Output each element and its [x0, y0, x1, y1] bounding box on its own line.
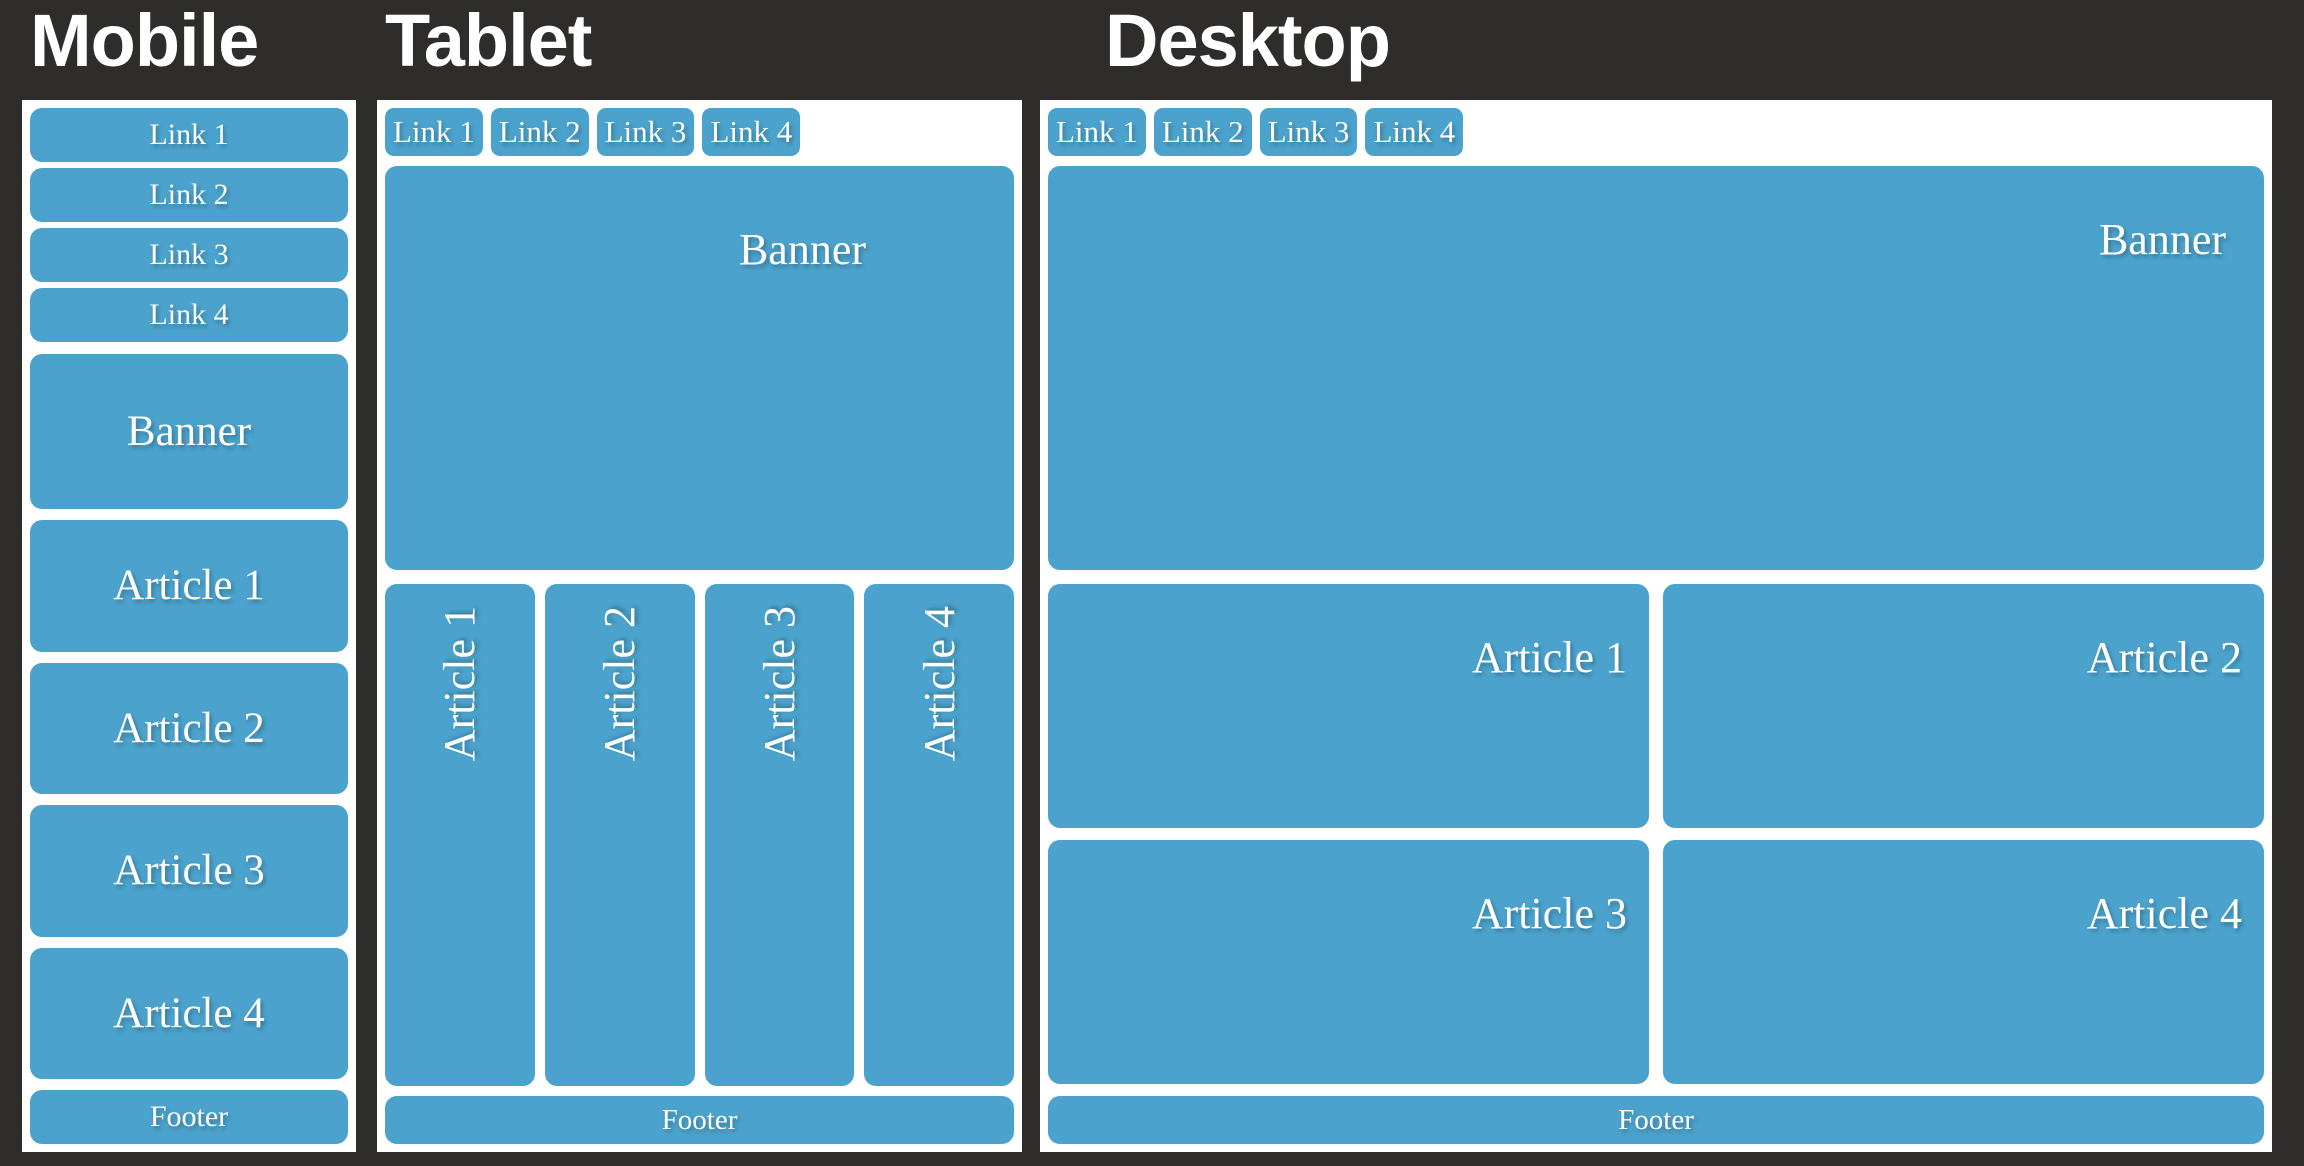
- tablet-nav-link-2[interactable]: Link 2: [490, 108, 589, 156]
- section-title-desktop: Desktop: [1105, 0, 1391, 82]
- mobile-article-3-label: Article 3: [113, 847, 265, 895]
- mobile-panel: Link 1 Link 2 Link 3 Link 4 Banner Artic…: [22, 100, 356, 1152]
- desktop-nav-link-1-label: Link 1: [1056, 114, 1138, 149]
- tablet-nav-link-1[interactable]: Link 1: [385, 108, 483, 156]
- tablet-nav: Link 1 Link 2 Link 3 Link 4: [385, 108, 1014, 156]
- mobile-article-3: Article 3: [30, 805, 348, 937]
- mobile-nav-link-4[interactable]: Link 4: [30, 288, 348, 342]
- desktop-nav: Link 1 Link 2 Link 3 Link 4: [1048, 108, 2264, 156]
- tablet-footer-label: Footer: [661, 1103, 738, 1136]
- tablet-nav-link-2-label: Link 2: [498, 114, 581, 149]
- tablet-article-2-label: Article 2: [595, 606, 645, 762]
- tablet-nav-link-4[interactable]: Link 4: [702, 108, 801, 156]
- tablet-banner: Banner: [385, 166, 1014, 570]
- desktop-article-4-label: Article 4: [2086, 889, 2242, 938]
- tablet-panel: Link 1 Link 2 Link 3 Link 4 Banner Artic…: [377, 100, 1022, 1152]
- desktop-nav-link-2-label: Link 2: [1161, 114, 1244, 149]
- mobile-nav-link-2-label: Link 2: [149, 178, 229, 211]
- desktop-article-2-label: Article 2: [2086, 633, 2242, 682]
- mobile-article-1: Article 1: [30, 520, 348, 652]
- mobile-nav-link-2[interactable]: Link 2: [30, 168, 348, 222]
- mobile-article-2-label: Article 2: [113, 704, 265, 752]
- desktop-article-row-2: Article 3 Article 4: [1048, 840, 2264, 1084]
- tablet-article-4-label: Article 4: [914, 606, 964, 762]
- desktop-article-3: Article 3: [1048, 840, 1649, 1084]
- mobile-article-1-label: Article 1: [113, 562, 265, 610]
- tablet-article-4: Article 4: [864, 584, 1014, 1086]
- mobile-banner: Banner: [30, 354, 348, 509]
- mobile-nav-link-3[interactable]: Link 3: [30, 228, 348, 282]
- mobile-panel-inner: Link 1 Link 2 Link 3 Link 4 Banner Artic…: [30, 108, 348, 1144]
- tablet-panel-inner: Link 1 Link 2 Link 3 Link 4 Banner Artic…: [385, 108, 1014, 1144]
- desktop-article-row-1: Article 1 Article 2: [1048, 584, 2264, 828]
- mobile-nav-link-1[interactable]: Link 1: [30, 108, 348, 162]
- tablet-footer: Footer: [385, 1096, 1014, 1144]
- tablet-nav-link-4-label: Link 4: [710, 114, 793, 149]
- desktop-nav-link-4[interactable]: Link 4: [1365, 108, 1464, 156]
- mobile-article-4-label: Article 4: [113, 989, 265, 1037]
- tablet-article-1: Article 1: [385, 584, 535, 1086]
- tablet-article-row: Article 1 Article 2 Article 3 Article 4: [385, 584, 1014, 1086]
- tablet-nav-link-1-label: Link 1: [393, 114, 475, 149]
- mobile-nav-link-1-label: Link 1: [149, 118, 229, 151]
- mobile-article-2: Article 2: [30, 662, 348, 794]
- desktop-banner: Banner: [1048, 166, 2264, 570]
- desktop-article-1-label: Article 1: [1471, 633, 1627, 682]
- desktop-article-3-label: Article 3: [1471, 889, 1627, 938]
- tablet-nav-link-3-label: Link 3: [604, 114, 687, 149]
- mobile-nav-link-4-label: Link 4: [149, 298, 229, 331]
- mobile-footer-label: Footer: [149, 1100, 229, 1133]
- tablet-article-3: Article 3: [704, 584, 855, 1086]
- tablet-banner-label: Banner: [738, 225, 866, 274]
- desktop-nav-link-2[interactable]: Link 2: [1153, 108, 1252, 156]
- desktop-footer-label: Footer: [1618, 1103, 1694, 1136]
- desktop-banner-label: Banner: [2098, 215, 2226, 264]
- section-title-tablet: Tablet: [385, 0, 592, 82]
- desktop-article-4: Article 4: [1663, 840, 2264, 1084]
- desktop-panel: Link 1 Link 2 Link 3 Link 4 Banner Artic…: [1040, 100, 2272, 1152]
- desktop-article-1: Article 1: [1048, 584, 1649, 828]
- desktop-nav-link-1[interactable]: Link 1: [1048, 108, 1146, 156]
- desktop-nav-link-3[interactable]: Link 3: [1259, 108, 1358, 156]
- section-title-mobile: Mobile: [30, 0, 259, 82]
- tablet-nav-link-3[interactable]: Link 3: [596, 108, 695, 156]
- desktop-panel-inner: Link 1 Link 2 Link 3 Link 4 Banner Artic…: [1048, 108, 2264, 1144]
- mobile-nav-link-3-label: Link 3: [149, 238, 229, 271]
- desktop-nav-link-3-label: Link 3: [1267, 114, 1350, 149]
- tablet-article-1-label: Article 1: [435, 606, 485, 762]
- desktop-nav-link-4-label: Link 4: [1373, 114, 1456, 149]
- mobile-banner-label: Banner: [126, 408, 252, 455]
- tablet-article-2: Article 2: [544, 584, 695, 1086]
- desktop-footer: Footer: [1048, 1096, 2264, 1144]
- tablet-article-3-label: Article 3: [754, 606, 804, 762]
- mobile-footer: Footer: [30, 1090, 348, 1144]
- desktop-article-2: Article 2: [1663, 584, 2264, 828]
- mobile-article-4: Article 4: [30, 947, 348, 1079]
